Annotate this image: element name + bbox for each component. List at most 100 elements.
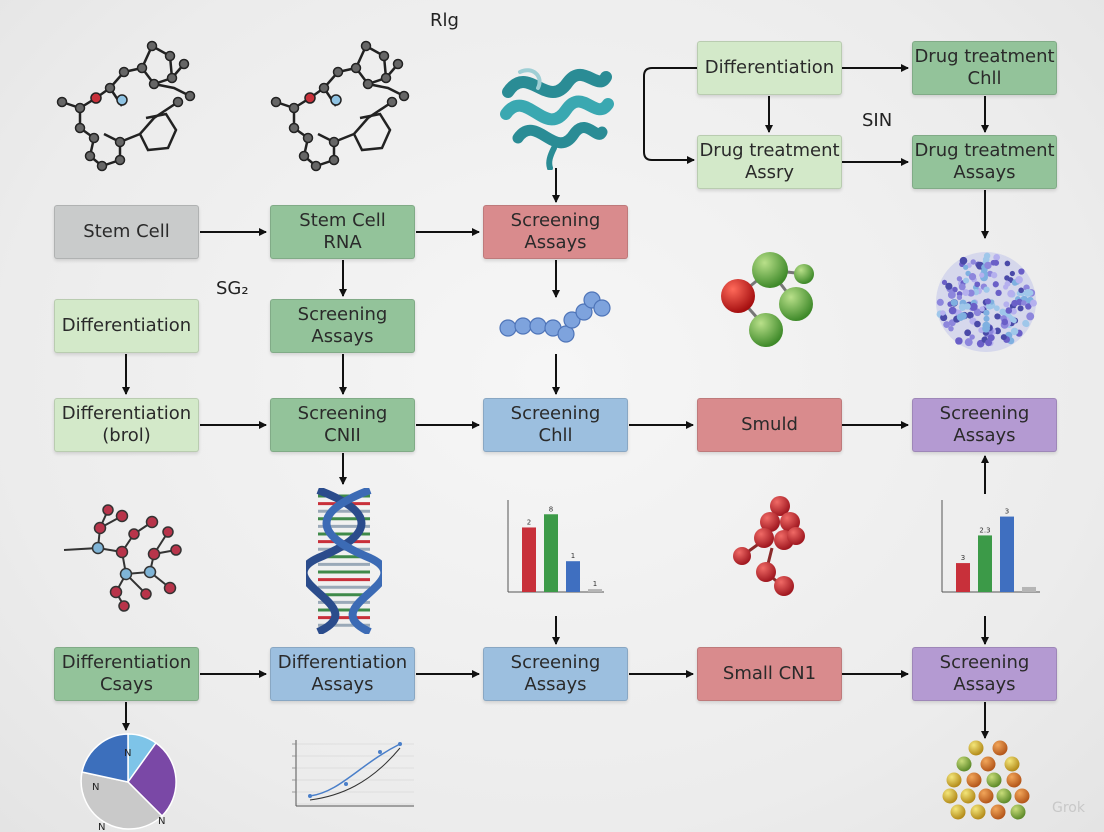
node-line: Differentiation	[277, 652, 408, 673]
node-line: Drug treatment	[914, 140, 1055, 161]
node-line: Differentiation	[704, 57, 835, 78]
cluster-dot	[994, 305, 1000, 312]
node-line: Smuld	[741, 414, 798, 435]
cluster-dot	[1010, 327, 1019, 336]
bar	[1022, 586, 1036, 592]
bead	[942, 788, 958, 804]
node-line: Assays	[524, 674, 587, 695]
cluster-dot	[964, 329, 972, 337]
cluster-dot	[1007, 289, 1015, 298]
cluster-dot	[968, 273, 977, 281]
cluster-dot	[1027, 290, 1034, 296]
differentiation-node: Differentiation	[697, 41, 842, 95]
node-line: Assays	[524, 232, 587, 253]
stem-cell-node: Stem Cell	[54, 205, 199, 259]
bar	[544, 514, 558, 592]
node-line: Differentiation	[61, 652, 192, 673]
bead-pile-icon	[942, 740, 1030, 820]
node-line: Screening	[939, 652, 1030, 673]
bar-label: 3	[961, 554, 965, 562]
molecular-cluster-icon	[936, 252, 1037, 352]
bead	[980, 756, 996, 772]
cluster-dot	[979, 306, 985, 312]
cluster-dot	[948, 325, 954, 332]
screening-assays-node: Screening Assays	[912, 647, 1057, 701]
bar	[588, 589, 602, 592]
top-label: Rlg	[430, 10, 459, 31]
screening-assays-node: Screening Assays	[270, 299, 415, 353]
node-line: Drug treatment	[699, 140, 840, 161]
drug-treatment-chll-node: Drug treatment Chll	[912, 41, 1057, 95]
bead	[986, 772, 1002, 788]
cluster-dot	[995, 289, 1002, 297]
cluster-dot	[1005, 307, 1013, 314]
node-line: Screening	[297, 403, 388, 424]
cluster-dot	[963, 277, 970, 284]
cluster-dot	[943, 321, 951, 328]
cluster-dot	[947, 290, 956, 299]
dna-helix-icon	[306, 488, 382, 634]
cluster-dot	[994, 313, 1001, 320]
bead	[990, 804, 1006, 820]
screening-assays-node: Screening Assays	[483, 205, 628, 259]
cluster-dot	[991, 272, 998, 279]
bead	[1010, 804, 1026, 820]
node-line: Csays	[99, 674, 153, 695]
line-chart-icon	[292, 740, 414, 807]
node-line: Chll	[538, 425, 573, 446]
cluster-dot	[956, 313, 965, 321]
cluster-dot	[940, 313, 948, 322]
node-line: Assays	[311, 674, 374, 695]
cluster-dot	[970, 259, 976, 265]
small-cn1-node: Small CN1	[697, 647, 842, 701]
molecule-icon	[270, 40, 410, 172]
node-line: Screening	[510, 403, 601, 424]
bar-label: 8	[549, 505, 553, 513]
node-line: Screening	[510, 210, 601, 231]
bead	[970, 804, 986, 820]
cluster-dot	[983, 315, 990, 322]
bead	[960, 788, 976, 804]
sg2-label: SG₂	[216, 278, 249, 299]
differentiation-csays-node: Differentiation Csays	[54, 647, 199, 701]
cluster-dot	[941, 279, 948, 286]
cluster-dot	[1001, 318, 1009, 326]
bar	[1000, 516, 1014, 592]
cluster-dot	[948, 306, 957, 315]
cluster-dot	[1018, 268, 1025, 275]
bead-chain-icon	[499, 291, 611, 343]
cluster-dot	[950, 299, 958, 306]
cluster-dot	[952, 286, 958, 293]
stem-cell-rna-node: Stem Cell RNA	[270, 205, 415, 259]
differentiation-brol-node: Differentiation (brol)	[54, 398, 199, 452]
bar-label: 2.3	[979, 526, 990, 534]
node-line: Screening	[297, 304, 388, 325]
bead	[1014, 788, 1030, 804]
red-sphere-cluster-icon	[733, 496, 805, 596]
drug-treatment-assays-node: Drug treatment Assays	[912, 135, 1057, 189]
node-line: Differentiation	[61, 403, 192, 424]
cluster-dot	[959, 256, 968, 265]
pie-label: N	[158, 816, 165, 827]
bead	[956, 756, 972, 772]
cluster-dot	[939, 310, 946, 316]
ball-molecule-icon	[721, 252, 814, 347]
cluster-dot	[1025, 303, 1032, 310]
cluster-dot	[982, 324, 990, 333]
cluster-dot	[966, 311, 974, 319]
molecule-network-icon	[63, 504, 182, 612]
bead	[1006, 772, 1022, 788]
bead	[966, 772, 982, 788]
cluster-dot	[1004, 260, 1011, 267]
cluster-dot	[969, 302, 978, 311]
cluster-dot	[1011, 317, 1017, 324]
cluster-dot	[983, 252, 991, 260]
pie-label: N	[92, 782, 99, 793]
smuld-node: Smuld	[697, 398, 842, 452]
cluster-dot	[1004, 275, 1010, 281]
bead	[968, 740, 984, 756]
pie-chart-icon: N N N N	[80, 733, 177, 832]
cluster-dot	[990, 259, 997, 266]
